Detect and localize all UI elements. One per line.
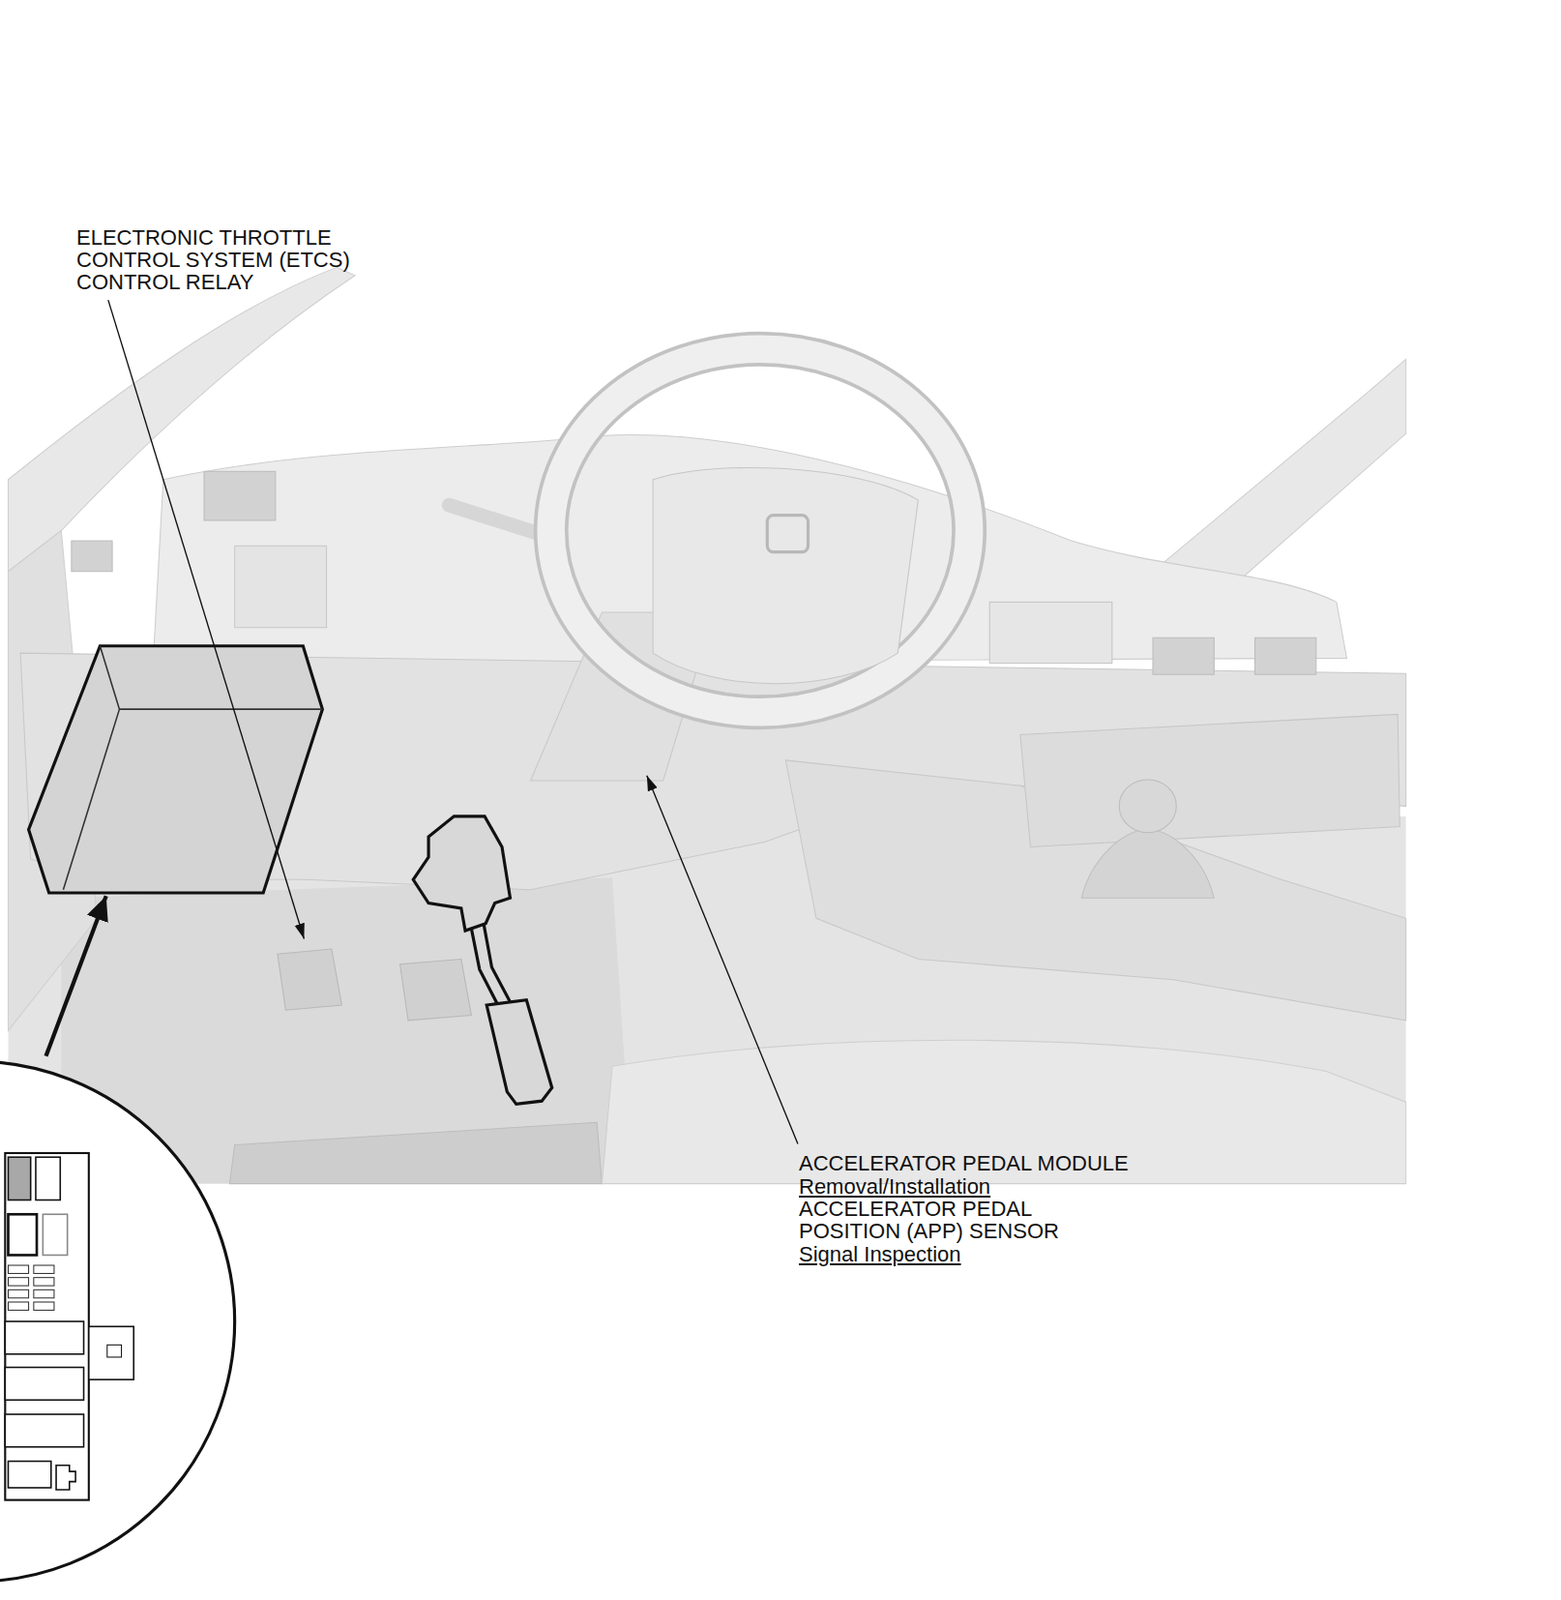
fuse-relay-panel xyxy=(35,1156,60,1200)
relay-box xyxy=(62,646,323,890)
car-interior xyxy=(766,515,808,553)
fuse-relay-panel xyxy=(33,1289,55,1297)
car-interior xyxy=(551,349,970,713)
car-interior xyxy=(277,948,342,1010)
car-interior xyxy=(1152,637,1214,675)
part-label: ELECTRONIC THROTTLE CONTROL SYSTEM (ETCS… xyxy=(76,226,396,294)
leader-line xyxy=(647,775,798,1145)
accelerator-pedal-module xyxy=(486,1000,553,1105)
car-interior xyxy=(71,540,113,572)
fuse-relay-panel xyxy=(33,1277,55,1286)
leader-line xyxy=(108,299,305,939)
car-interior xyxy=(1020,713,1400,847)
fuse-relay-panel xyxy=(33,1301,55,1310)
procedure-link: Signal Inspection xyxy=(798,1242,962,1266)
fuse-relay-panel xyxy=(7,1265,29,1273)
accelerator-pedal-module xyxy=(483,923,510,1002)
fuse-relay-panel xyxy=(7,1289,29,1297)
inset-arrow xyxy=(46,895,107,1057)
car-interior xyxy=(229,1121,602,1183)
inset-detail xyxy=(0,1060,236,1582)
accelerator-pedal-module xyxy=(412,816,510,931)
car-interior xyxy=(989,601,1113,663)
car-interior xyxy=(235,545,327,627)
fuse-relay-panel xyxy=(4,1152,89,1501)
fuse-relay-panel xyxy=(107,1344,122,1357)
car-interior xyxy=(204,471,276,521)
part-label: ACCELERATOR PEDAL POSITION (APP) SENSOR xyxy=(798,1197,1090,1242)
fuse-relay-panel xyxy=(88,1325,134,1380)
inset-detail xyxy=(0,1060,236,1582)
car-interior xyxy=(7,266,1406,1183)
car-interior xyxy=(652,467,918,683)
leader-line xyxy=(108,299,798,1144)
inset-arrow xyxy=(46,895,107,1057)
car-interior xyxy=(1081,828,1214,899)
part-label: ACCELERATOR PEDAL MODULE xyxy=(798,1151,1129,1175)
fuse-relay-panel xyxy=(7,1277,29,1286)
car-interior xyxy=(1255,637,1317,675)
fuse-relay-panel xyxy=(7,1156,30,1200)
car-interior xyxy=(601,1039,1406,1183)
fuse-relay-panel xyxy=(42,1213,67,1255)
fuse-relay-panel xyxy=(4,1152,134,1501)
car-interior xyxy=(551,349,970,713)
fuse-relay-panel xyxy=(4,1321,84,1355)
car-interior xyxy=(448,504,536,532)
car-interior xyxy=(400,959,472,1021)
procedure-link: Removal/Installation xyxy=(798,1175,991,1198)
fuse-relay-panel xyxy=(7,1301,29,1310)
fuse-relay-panel xyxy=(7,1461,51,1488)
fuse-relay-panel xyxy=(4,1413,84,1447)
car-interior xyxy=(1119,779,1177,833)
fuse-relay-panel xyxy=(4,1366,84,1400)
accelerator-pedal-module xyxy=(412,816,552,1104)
accelerator-pedal-module xyxy=(471,928,498,1005)
fuse-relay-panel xyxy=(7,1213,37,1255)
fuse-relay-panel xyxy=(33,1265,55,1273)
fuse-relay-panel xyxy=(56,1465,76,1490)
